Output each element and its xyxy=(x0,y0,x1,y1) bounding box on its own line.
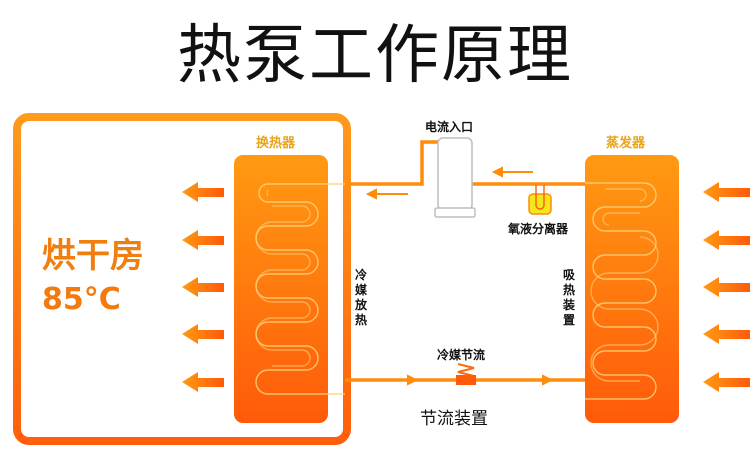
flow-arrow-left-sep xyxy=(491,166,533,178)
drying-room-frame xyxy=(13,113,351,445)
heat-arrow xyxy=(182,372,224,392)
throttle-top-label: 冷媒节流 xyxy=(437,348,486,362)
heat-input-arrows xyxy=(703,182,750,392)
condenser-tank xyxy=(234,155,345,423)
separator-icon xyxy=(528,185,552,215)
heat-arrow xyxy=(703,182,750,202)
flow-arrow-right-bottom1 xyxy=(380,374,419,386)
evaporator-label: 蒸发器 xyxy=(606,136,646,151)
heat-arrow xyxy=(703,277,750,297)
compressor-label: 电流入口 xyxy=(425,120,474,134)
heat-arrow xyxy=(703,372,750,392)
flow-arrow-left-top xyxy=(365,188,408,200)
evaporator-coil xyxy=(585,182,657,400)
heat-arrow xyxy=(703,230,750,250)
throttle-bottom-label: 节流装置 xyxy=(420,409,488,429)
throttle-valve-icon xyxy=(456,363,476,385)
room-name: 烘干房 xyxy=(42,236,144,276)
right-side-label: 吸热装置 xyxy=(563,268,576,327)
heat-arrow xyxy=(182,277,224,297)
heat-arrow xyxy=(182,324,224,344)
heat-arrow xyxy=(182,182,224,202)
separator-label: 氧液分离器 xyxy=(508,222,569,236)
flow-arrows xyxy=(365,166,554,386)
heat-arrow xyxy=(182,230,224,250)
heat-arrow xyxy=(703,324,750,344)
condenser-label: 换热器 xyxy=(256,136,296,151)
heat-output-arrows xyxy=(182,182,224,392)
compressor xyxy=(434,137,476,218)
flow-arrow-right-bottom2 xyxy=(515,374,554,386)
evaporator-tank xyxy=(585,155,679,423)
left-side-label: 冷媒放热 xyxy=(355,268,368,327)
room-temperature: 85°C xyxy=(42,282,121,317)
diagram-title: 热泵工作原理 xyxy=(177,19,573,93)
